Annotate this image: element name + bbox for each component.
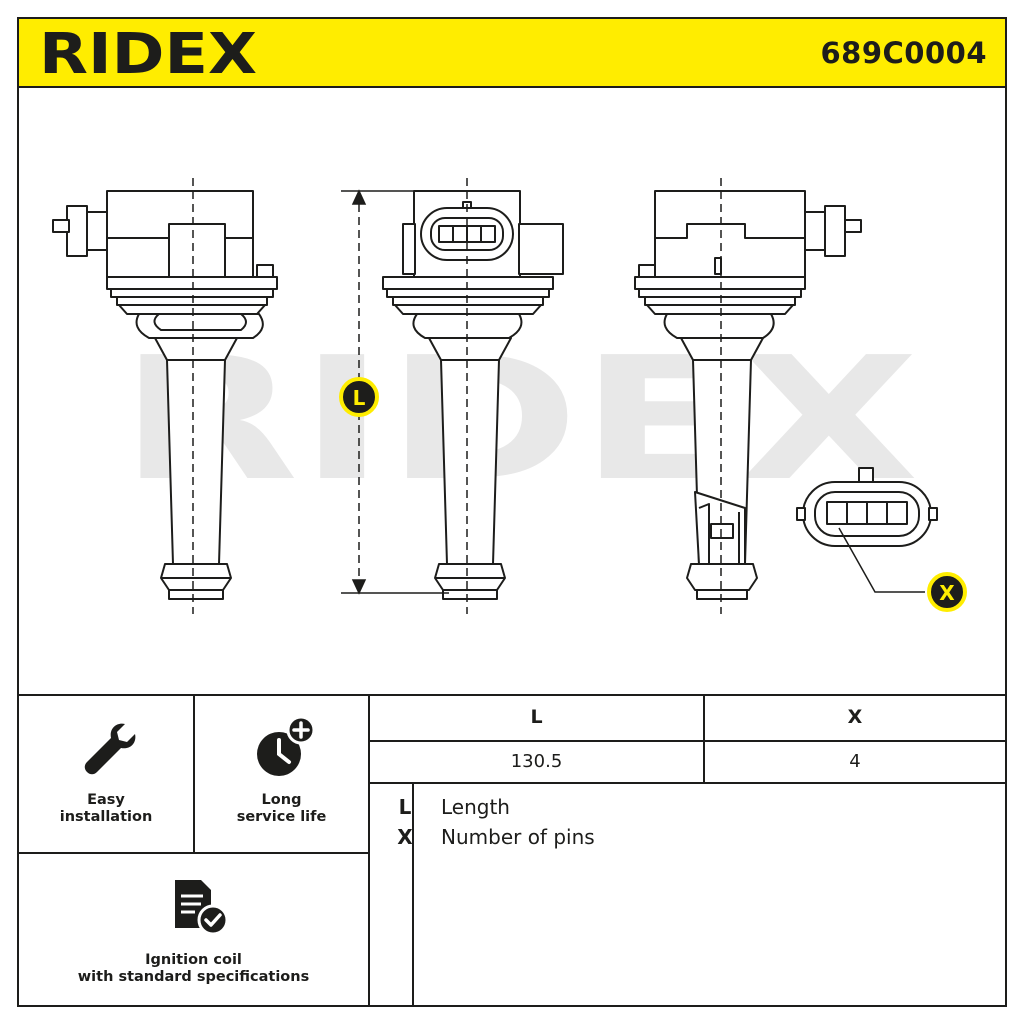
feature-label-line1: Ignition coil: [145, 952, 242, 968]
coil-side-view-right-section: [634, 190, 862, 600]
spec-value-x: 4: [849, 751, 861, 772]
legend-key-l: L: [398, 795, 412, 819]
coil-side-view-left: [52, 190, 278, 600]
header-band: RIDEX 689C0004: [19, 19, 1005, 88]
feature-long-service-life: Long service life: [195, 696, 368, 852]
feature-easy-installation: Easy installation: [19, 696, 193, 852]
feature-label-line1: Long: [261, 792, 302, 808]
coil-front-view: [382, 190, 564, 600]
legend-desc-x: Number of pins: [441, 825, 595, 849]
watermark: RIDEX: [119, 321, 919, 519]
feature-standard-specifications: Ignition coil with standard specificatio…: [19, 854, 368, 1007]
part-number: 689C0004: [820, 36, 987, 70]
legend-key-x: X: [397, 825, 413, 849]
info-section: Easy installation Long service life Igni…: [19, 694, 1005, 1007]
spec-value-l: 130.5: [510, 751, 563, 772]
product-sheet: RIDEX 689C0004 RIDEX: [17, 17, 1007, 1007]
center-axes: [192, 178, 722, 614]
spec-header-l: L: [530, 706, 543, 728]
feature-label-line1: Easy: [87, 792, 125, 808]
feature-label-line2: service life: [236, 809, 327, 825]
wrench-icon: [84, 723, 136, 775]
document-check-icon: [175, 880, 229, 936]
brand-logo-text: RIDEX: [39, 22, 257, 83]
divider: [368, 740, 1005, 742]
clock-plus-icon: [257, 716, 316, 776]
feature-label-line2: with standard specifications: [77, 969, 310, 985]
technical-drawing: RIDEX: [19, 88, 1005, 694]
brand-logo: RIDEX: [39, 22, 257, 83]
spec-header-x: X: [847, 706, 863, 728]
leader-x: [838, 527, 925, 593]
divider: [193, 696, 195, 852]
legend-desc-l: Length: [441, 795, 510, 819]
marker-x-label: X: [939, 581, 955, 605]
connector-detail: [796, 467, 938, 547]
marker-l: [339, 377, 379, 417]
divider: [412, 782, 414, 1007]
marker-x: [927, 572, 967, 612]
feature-label-line2: installation: [59, 809, 153, 825]
marker-l-label: L: [353, 386, 366, 410]
divider: [703, 696, 705, 784]
divider: [368, 696, 370, 1007]
divider: [19, 852, 370, 854]
coil-drawing-svg: RIDEX: [52, 178, 967, 614]
divider: [368, 782, 1005, 784]
